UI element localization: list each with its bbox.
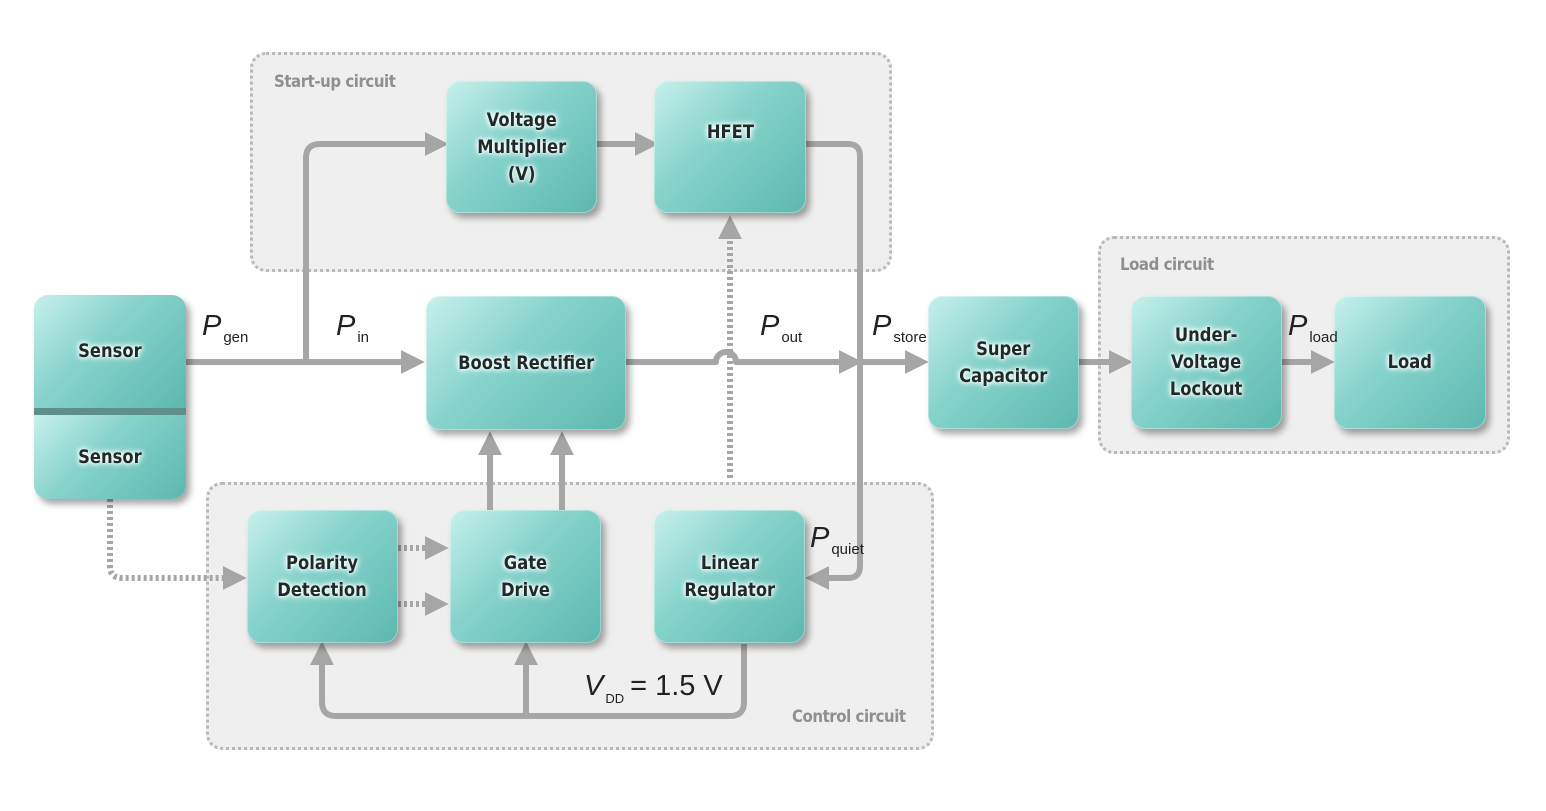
load-label: Load xyxy=(1387,351,1433,373)
hfet-label: HFET xyxy=(706,120,754,143)
uvlo-block: Under- Voltage Lockout xyxy=(1131,296,1282,429)
super-capacitor-label: Super Capacitor xyxy=(959,337,1048,387)
startup-circuit-label: Start-up circuit xyxy=(274,72,396,92)
polarity-detection-block: Polarity Detection xyxy=(247,510,398,643)
boost-rectifier-label: Boost Rectifier xyxy=(457,351,595,374)
uvlo-label: Under- Voltage Lockout xyxy=(1170,324,1243,400)
linear-regulator-block: Linear Regulator xyxy=(654,510,805,643)
wire-vdd-bus xyxy=(310,641,747,719)
sensor-top-label: Sensor xyxy=(78,340,142,362)
wire-sensor-to-polarity xyxy=(107,499,247,590)
boost-rectifier-block: Boost Rectifier xyxy=(426,296,626,430)
hfet-block: HFET xyxy=(654,81,806,213)
load-block: Load xyxy=(1334,296,1486,429)
control-circuit-label: Control circuit xyxy=(792,707,906,727)
wire-branch-to-multiplier xyxy=(303,132,449,362)
sensor-divider xyxy=(34,408,186,415)
sensor-bottom-label: Sensor xyxy=(78,445,142,468)
voltage-multiplier-block: Voltage Multiplier (V) xyxy=(446,81,597,213)
sensor-bottom: Sensor xyxy=(34,415,186,499)
wire-node-to-regulator xyxy=(805,362,863,590)
super-capacitor-block: Super Capacitor xyxy=(928,296,1079,429)
wire-boost-to-output xyxy=(626,349,863,374)
polarity-detection-label: Polarity Detection xyxy=(277,551,368,601)
voltage-multiplier-label: Voltage Multiplier (V) xyxy=(477,108,566,185)
gate-drive-label: Gate Drive xyxy=(501,551,550,601)
sensor-top: Sensor xyxy=(34,295,186,408)
gate-drive-block: Gate Drive xyxy=(450,510,601,643)
load-circuit-label: Load circuit xyxy=(1120,255,1214,275)
linear-regulator-label: Linear Regulator xyxy=(684,551,775,601)
wire-hfet-to-node xyxy=(806,141,863,362)
sensor-block: Sensor Sensor xyxy=(34,295,186,499)
